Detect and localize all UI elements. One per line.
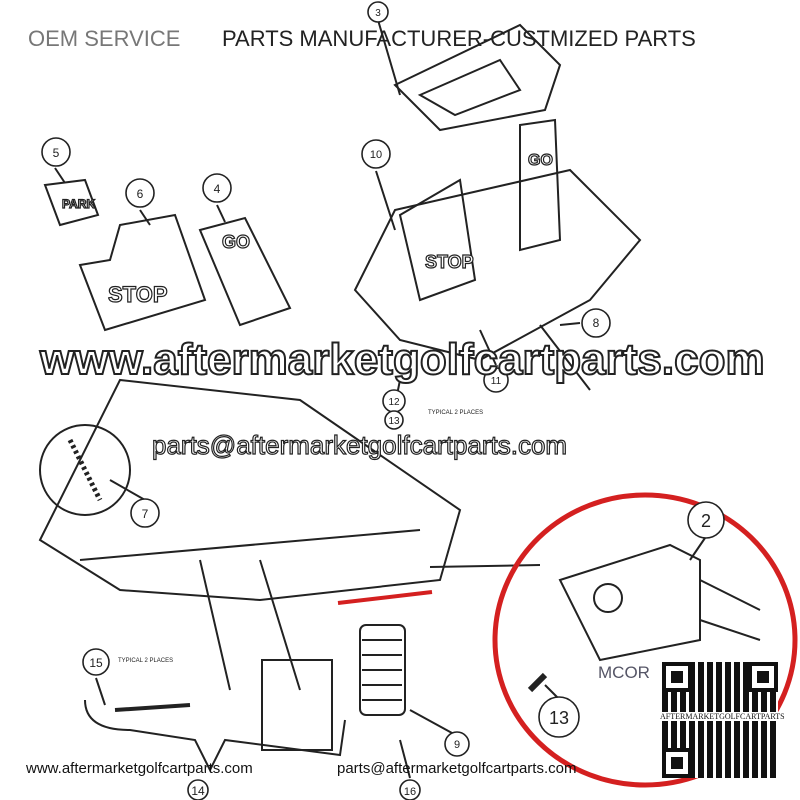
footer-site: www.aftermarketgolfcartparts.com [26, 760, 253, 777]
pedal-frame [38, 378, 462, 602]
callout-11: 11 [491, 376, 502, 387]
pedal-housing [353, 168, 642, 362]
callout-14: 14 [191, 784, 205, 798]
pin [114, 703, 191, 712]
callout-5: 5 [53, 146, 60, 160]
typical-note-1: TYPICAL 2 PLACES [428, 410, 483, 416]
callout-3: 3 [375, 8, 381, 19]
cover-part [393, 23, 562, 132]
callout-4: 4 [214, 182, 221, 196]
park-label: PARK [62, 197, 95, 211]
spring-assembly [359, 624, 406, 716]
highlight-line [337, 590, 433, 605]
callout-8: 8 [593, 316, 600, 330]
stop-label: STOP [108, 282, 168, 307]
footer-email: parts@aftermarketgolfcartparts.com [337, 760, 577, 777]
qr-code: AFTERMARKETGOLFCARTPARTS [660, 662, 785, 778]
park-pad [43, 178, 100, 227]
typical-note-2: TYPICAL 2 PLACES [118, 658, 173, 664]
callout-9: 9 [454, 739, 460, 751]
watermark-site: www.aftermarketgolfcartparts.com [39, 335, 766, 385]
mcor-label: MCOR [598, 663, 650, 682]
stop-installed-label: STOP [425, 252, 474, 272]
bolt [539, 324, 591, 391]
callout-13a: 13 [388, 416, 400, 427]
callout-15: 15 [89, 656, 103, 670]
microswitch [558, 543, 701, 662]
header-parts-manufacturer: PARTS MANUFACTURER-CUSTMIZED PARTS [222, 26, 696, 51]
switch-assembly [261, 659, 333, 751]
part-labels: PARK STOP GO STOP GO [61, 151, 553, 307]
leader-arrow [429, 564, 541, 568]
callout-2: 2 [701, 511, 711, 531]
go-label: GO [222, 232, 250, 252]
callout-16: 16 [404, 786, 416, 798]
stop-pedal [398, 178, 477, 302]
spring-detail-circle [39, 424, 131, 516]
callout-13b: 13 [549, 708, 569, 728]
go-pedal [519, 118, 562, 252]
callout-bubbles [41, 1, 725, 800]
qr-label: AFTERMARKETGOLFCARTPARTS [660, 712, 785, 721]
callout-12: 12 [388, 397, 400, 408]
callout-7: 7 [142, 507, 149, 521]
go-installed-label: GO [528, 152, 553, 169]
callout-10: 10 [370, 149, 382, 161]
highlight-circle [492, 492, 798, 788]
callout-6: 6 [137, 187, 144, 201]
callout-numbers: 3 5 6 4 10 8 11 12 13 7 2 13 15 14 9 16 [53, 8, 711, 798]
go-pad [198, 216, 292, 327]
watermark-email: parts@aftermarketgolfcartparts.com [151, 429, 568, 460]
header-oem-service: OEM SERVICE [28, 26, 181, 51]
stop-pad [78, 213, 207, 332]
